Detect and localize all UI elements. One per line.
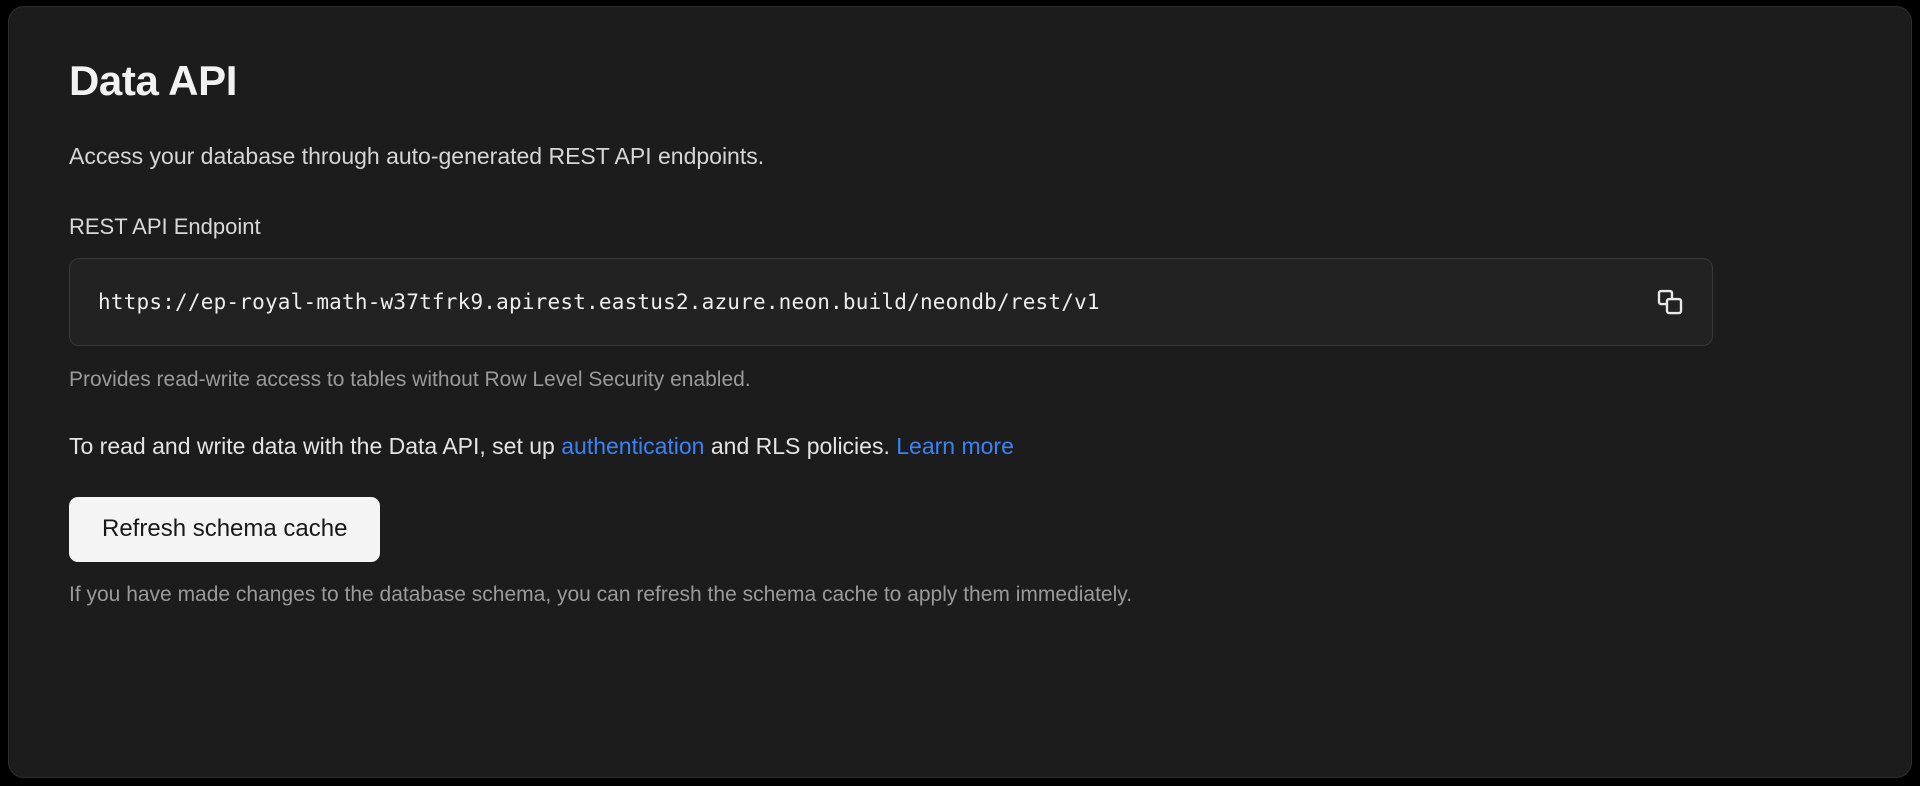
data-api-card: Data API Access your database through au… — [8, 6, 1912, 778]
policy-middle-text: and RLS policies. — [704, 432, 897, 459]
authentication-link[interactable]: authentication — [561, 432, 705, 459]
page-title: Data API — [69, 57, 237, 104]
policy-instruction-text: To read and write data with the Data API… — [69, 432, 1851, 462]
endpoint-hint-text: Provides read-write access to tables wit… — [69, 368, 751, 392]
learn-more-link[interactable]: Learn more — [896, 432, 1014, 459]
refresh-footer-text: If you have made changes to the database… — [69, 582, 1133, 606]
policy-lead-text: To read and write data with the Data API… — [69, 432, 562, 459]
copy-endpoint-button[interactable] — [1650, 282, 1690, 322]
refresh-schema-cache-button[interactable]: Refresh schema cache — [69, 496, 381, 562]
card-description: Access your database through auto-genera… — [69, 143, 765, 170]
rest-api-endpoint-field — [69, 258, 1713, 347]
refresh-button-wrap: Refresh schema cache — [69, 462, 1851, 562]
copy-icon — [1655, 287, 1685, 317]
rest-api-endpoint-label: REST API Endpoint — [69, 213, 261, 239]
rest-api-endpoint-input[interactable] — [98, 290, 1634, 315]
